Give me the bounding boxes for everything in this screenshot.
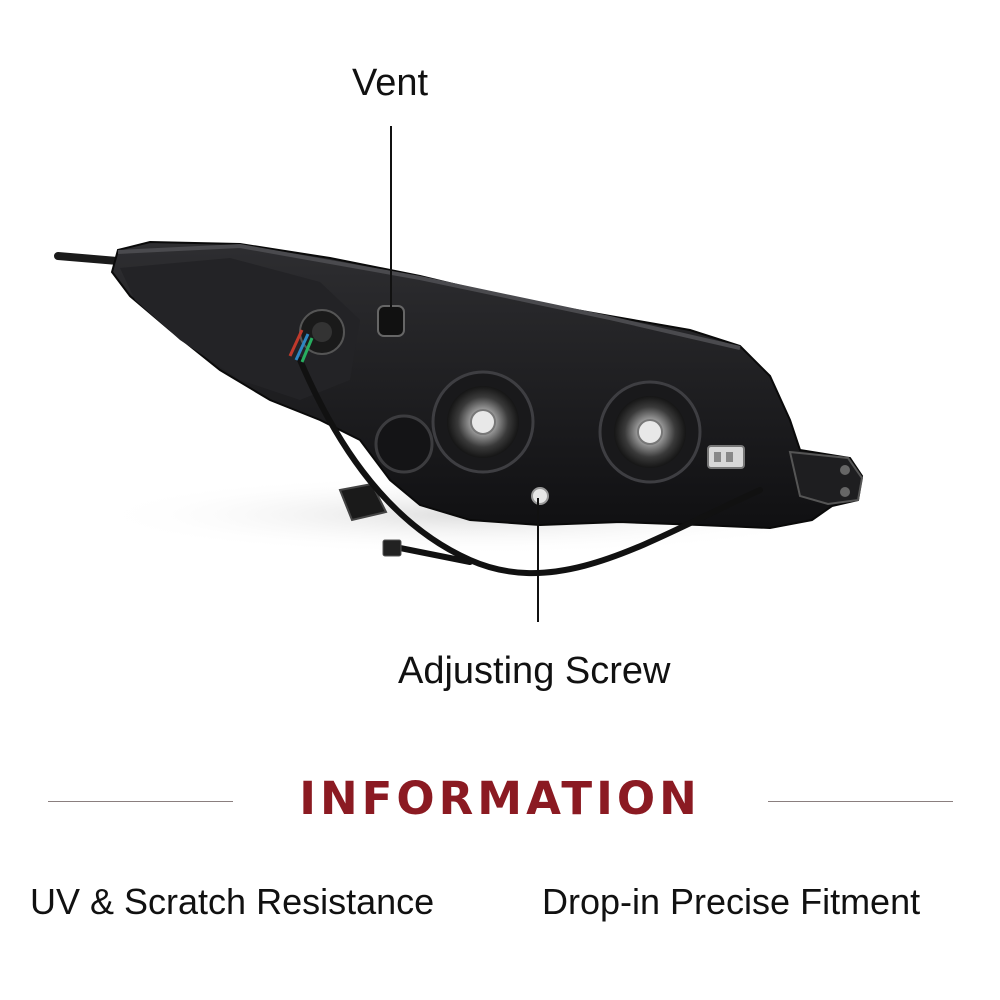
feature-drop-in-fitment: Drop-in Precise Fitment — [542, 881, 921, 922]
vent-leader-line — [390, 126, 392, 316]
heading-rule-left — [48, 801, 233, 802]
section-heading: INFORMATION — [299, 772, 701, 825]
vent-callout-label: Vent — [352, 62, 429, 104]
small-plug — [382, 539, 402, 557]
heading-rule-right — [768, 801, 953, 802]
lower-clip — [338, 482, 388, 522]
adjusting-screw-callout-label: Adjusting Screw — [398, 650, 671, 692]
adjusting-screw-leader-line — [537, 498, 539, 622]
feature-uv-scratch: UV & Scratch Resistance — [30, 881, 435, 922]
rear-dust-cap — [374, 414, 434, 474]
housing-top-rim — [117, 243, 741, 350]
adjusting-screw — [531, 487, 549, 505]
